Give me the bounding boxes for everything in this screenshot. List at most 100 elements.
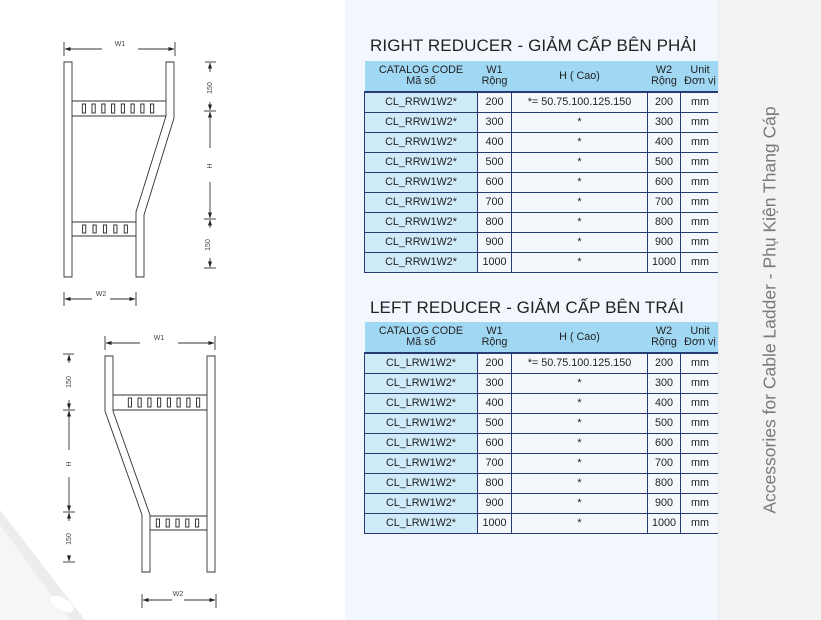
unit-cell: mm — [680, 392, 720, 414]
right-reducer-drawing — [63, 42, 216, 306]
w1-cell: 200 — [477, 91, 512, 113]
h-cell: * — [511, 472, 648, 494]
rung-slot — [120, 103, 125, 114]
catalog-code-cell: CL_RRW1W2* — [364, 171, 478, 193]
rung-slot — [92, 224, 97, 234]
unit-cell: mm — [680, 131, 720, 153]
w2-cell: 200 — [647, 352, 681, 374]
w2-cell: 500 — [647, 412, 681, 434]
left-rail — [63, 61, 73, 278]
rung-slot — [150, 103, 155, 114]
w2-cell: 700 — [647, 452, 681, 474]
catalog-code-cell: CL_LRW1W2* — [364, 432, 478, 454]
unit-cell: mm — [680, 231, 720, 253]
w2-cell: 900 — [647, 231, 681, 253]
catalog-code-cell: CL_LRW1W2* — [364, 492, 478, 514]
catalog-code-cell: CL_RRW1W2* — [364, 131, 478, 153]
left-rail — [104, 355, 151, 573]
w1-cell: 200 — [477, 352, 512, 374]
w1-cell: 500 — [477, 412, 512, 434]
rung-slot — [186, 397, 191, 408]
right-reducer-title: RIGHT REDUCER - GIẢM CẤP BÊN PHẢI — [370, 36, 697, 55]
w2-cell: 900 — [647, 492, 681, 514]
w1-cell: 700 — [477, 191, 512, 213]
catalog-code-cell: CL_LRW1W2* — [364, 512, 478, 534]
corner-hole — [50, 595, 74, 613]
w2-cell: 800 — [647, 472, 681, 494]
h-cell: * — [511, 251, 648, 273]
h-cell: * — [511, 452, 648, 474]
w1-cell: 900 — [477, 231, 512, 253]
catalog-code-cell: CL_LRW1W2* — [364, 392, 478, 414]
right-rail — [206, 355, 216, 573]
category-sidebar: Accessories for Cable Ladder - Phụ Kiện … — [718, 0, 821, 620]
w1-label: W1 — [154, 335, 165, 342]
rung-slot — [157, 397, 162, 408]
rung-slot — [185, 518, 190, 528]
rung-slot — [155, 518, 160, 528]
catalog-code-cell: CL_RRW1W2* — [364, 111, 478, 133]
left-reducer-labels: W1 W2 150 H 150 — [66, 335, 183, 598]
w2-cell: 400 — [647, 131, 681, 153]
w2-cell: 1000 — [647, 512, 681, 534]
catalog-code-cell: CL_RRW1W2* — [364, 231, 478, 253]
unit-cell: mm — [680, 191, 720, 213]
h-cell: * — [511, 211, 648, 233]
left-reducer-drawing — [63, 336, 217, 608]
rung-slot — [140, 103, 145, 114]
rung-slot — [113, 224, 118, 234]
rung-slot — [102, 224, 108, 234]
rung-slot — [127, 397, 132, 408]
w1-cell: 1000 — [477, 512, 512, 534]
decorative-corner-shape — [0, 510, 85, 620]
w1-cell: 600 — [477, 171, 512, 193]
w1-cell: 700 — [477, 452, 512, 474]
header-h: H ( Cao) — [511, 61, 648, 92]
unit-cell: mm — [680, 512, 720, 534]
w2-cell: 600 — [647, 171, 681, 193]
w2-cell: 300 — [647, 111, 681, 133]
rung-slot — [123, 224, 128, 234]
bottom-rung-slots — [155, 518, 200, 528]
unit-cell: mm — [680, 492, 720, 514]
w1-cell: 300 — [477, 372, 512, 394]
unit-cell: mm — [680, 151, 720, 173]
rung-slot — [111, 103, 116, 114]
rung-slot — [175, 518, 180, 528]
catalog-code-cell: CL_LRW1W2* — [364, 352, 478, 374]
rung-slot — [195, 518, 200, 528]
unit-cell: mm — [680, 111, 720, 133]
h-cell: * — [511, 432, 648, 454]
w1-cell: 800 — [477, 211, 512, 233]
catalog-code-cell: CL_LRW1W2* — [364, 472, 478, 494]
w1-cell: 300 — [477, 111, 512, 133]
header-h: H ( Cao) — [511, 322, 648, 353]
unit-cell: mm — [680, 211, 720, 233]
catalog-code-cell: CL_RRW1W2* — [364, 191, 478, 213]
h-cell: *= 50.75.100.125.150 — [511, 352, 648, 374]
rung-slot — [137, 397, 142, 408]
unit-cell: mm — [680, 432, 720, 454]
h-cell: * — [511, 151, 648, 173]
w2-cell: 1000 — [647, 251, 681, 273]
left-reducer-title: LEFT REDUCER - GIẢM CẤP BÊN TRÁI — [370, 298, 684, 317]
bottom-150-label: 150 — [66, 533, 73, 545]
w1-cell: 900 — [477, 492, 512, 514]
